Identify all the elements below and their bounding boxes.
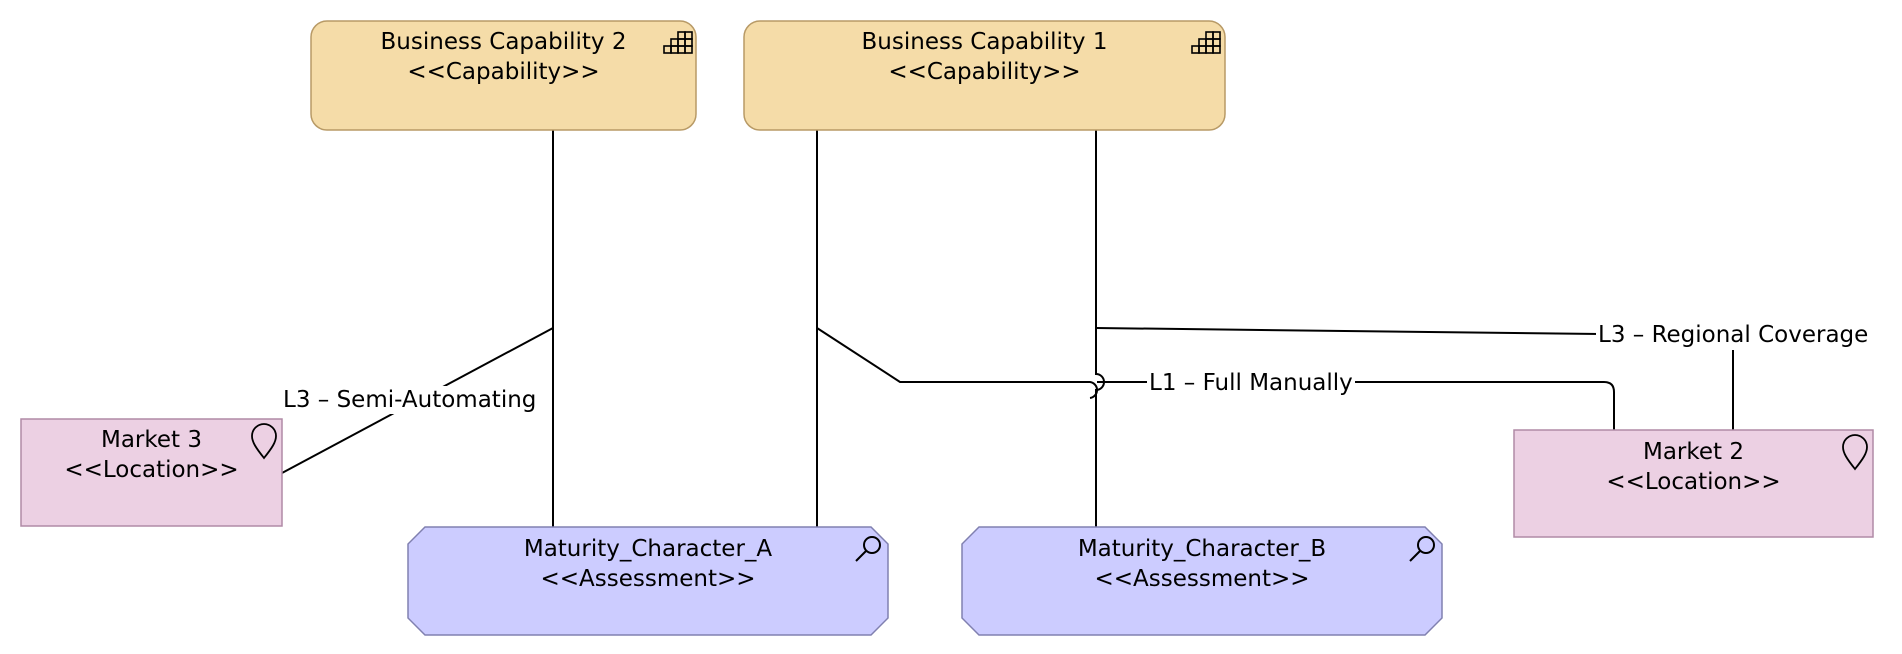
node-business-capability-2[interactable] [310, 20, 697, 131]
node-maturity-character-a[interactable] [407, 526, 889, 636]
capability-shape [743, 20, 1226, 131]
magnifier-icon [1409, 536, 1435, 562]
location-shape [1513, 429, 1874, 538]
assessment-shape [961, 526, 1443, 636]
node-label-business-capability-1: Business Capability 1 <<Capability>> [744, 27, 1225, 87]
node-name: Maturity_Character_A [523, 536, 773, 562]
node-name: Maturity_Character_B [1077, 536, 1327, 562]
assessment-shape [407, 526, 889, 636]
capability-shape [310, 20, 697, 131]
edge-label-semi-automating: L3 – Semi-Automating [281, 386, 539, 414]
node-label-market-3: Market 3 <<Location>> [21, 425, 282, 485]
node-stereotype: <<Location>> [1606, 469, 1781, 495]
node-label-maturity-character-b: Maturity_Character_B <<Assessment>> [962, 534, 1442, 594]
node-stereotype: <<Assessment>> [540, 566, 756, 592]
node-name: Market 3 [100, 427, 202, 453]
connector-bc1-to-market2-regional[interactable] [1095, 327, 1601, 335]
edge-label-regional-coverage: L3 – Regional Coverage [1596, 321, 1871, 349]
location-shape [20, 418, 283, 527]
node-label-market-2: Market 2 <<Location>> [1514, 437, 1873, 497]
capability-icon [1191, 31, 1221, 54]
node-maturity-character-b[interactable] [961, 526, 1443, 636]
location-pin-icon [251, 423, 277, 460]
node-label-maturity-character-a: Maturity_Character_A <<Assessment>> [408, 534, 888, 594]
node-stereotype: <<Assessment>> [1094, 566, 1310, 592]
edge-label-full-manually: L1 – Full Manually [1147, 369, 1355, 397]
node-name: Business Capability 2 [380, 29, 627, 55]
node-name: Market 2 [1642, 439, 1744, 465]
connectors [281, 130, 1734, 527]
capability-icon [663, 31, 693, 54]
location-pin-icon [1842, 434, 1868, 471]
node-stereotype: <<Capability>> [888, 59, 1081, 85]
connector-bc1-to-assessment-b[interactable] [1095, 130, 1105, 527]
node-stereotype: <<Location>> [64, 457, 239, 483]
node-business-capability-1[interactable] [743, 20, 1226, 131]
node-name: Business Capability 1 [861, 29, 1108, 55]
node-market-2[interactable] [1513, 429, 1874, 538]
magnifier-icon [855, 536, 881, 562]
node-label-business-capability-2: Business Capability 2 <<Capability>> [311, 27, 696, 87]
node-market-3[interactable] [20, 418, 283, 527]
node-stereotype: <<Capability>> [407, 59, 600, 85]
